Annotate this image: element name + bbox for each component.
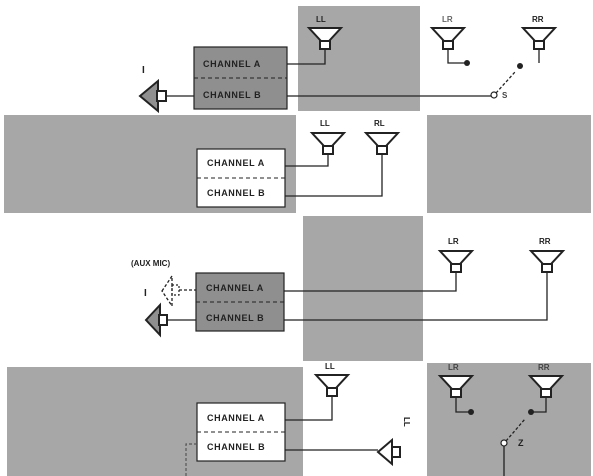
channel-b-label: CHANNEL B	[203, 90, 261, 100]
speaker-icon	[311, 132, 345, 155]
panel-1: CHANNEL A CHANNEL B I LL LR RR S	[138, 15, 556, 114]
speaker-icon	[376, 437, 401, 467]
switch-label: Z	[518, 438, 524, 448]
speaker-label: RR	[538, 363, 550, 372]
speaker-label: LR	[442, 15, 453, 24]
terminal	[528, 409, 534, 415]
wire	[185, 443, 197, 476]
wire	[447, 49, 465, 64]
channel-b-label: CHANNEL B	[207, 188, 265, 198]
panel-2: CHANNEL A CHANNEL B LL RL	[196, 119, 399, 208]
terminal	[517, 63, 523, 69]
channel-b-label: CHANNEL B	[207, 442, 265, 452]
panel-1-shade	[298, 6, 420, 111]
speaker-icon	[431, 27, 465, 50]
wire	[533, 397, 547, 413]
speaker-label: LR	[448, 237, 459, 246]
wire	[284, 272, 548, 321]
microphone-icon	[138, 78, 167, 114]
speaker-label: RL	[374, 119, 385, 128]
speaker-label: RR	[539, 237, 551, 246]
wire	[287, 49, 326, 65]
speaker-label: LR	[448, 363, 459, 372]
wire	[285, 154, 383, 197]
speaker-label: LL	[320, 119, 330, 128]
channel-b-label: CHANNEL B	[206, 313, 264, 323]
switch-icon	[490, 71, 516, 99]
speaker-icon	[530, 250, 564, 273]
channel-a-label: CHANNEL A	[206, 283, 264, 293]
switch-label: S	[502, 91, 508, 100]
wire	[455, 397, 469, 413]
speaker-label: RR	[532, 15, 544, 24]
input-label: I	[142, 65, 145, 76]
wire	[285, 154, 329, 167]
aux-mic-label: (AUX MIC)	[131, 259, 170, 268]
panel-4: CHANNEL A CHANNEL B LL LL LR RR Z	[185, 362, 563, 476]
channel-a-label: CHANNEL A	[207, 413, 265, 423]
channel-a-label: CHANNEL A	[203, 59, 261, 69]
speaker-icon	[315, 374, 349, 397]
speaker-icon	[439, 250, 473, 273]
panel-3-shade	[303, 216, 423, 361]
wire	[284, 272, 457, 292]
speaker-icon	[365, 132, 399, 155]
speaker-label: LL	[316, 15, 326, 24]
terminal	[464, 60, 470, 66]
speaker-label: LL	[402, 417, 411, 427]
background-panels	[4, 6, 591, 476]
channel-a-label: CHANNEL A	[207, 158, 265, 168]
input-label: I	[144, 288, 147, 299]
microphone-icon	[144, 302, 168, 338]
panel-3: CHANNEL A CHANNEL B (AUX MIC) I LR RR	[131, 237, 564, 338]
panel-2-shade-right	[427, 115, 591, 213]
wire	[285, 396, 333, 421]
microphone-icon	[161, 273, 196, 309]
terminal	[468, 409, 474, 415]
speaker-label: LL	[325, 362, 335, 371]
speaker-icon	[522, 27, 556, 50]
